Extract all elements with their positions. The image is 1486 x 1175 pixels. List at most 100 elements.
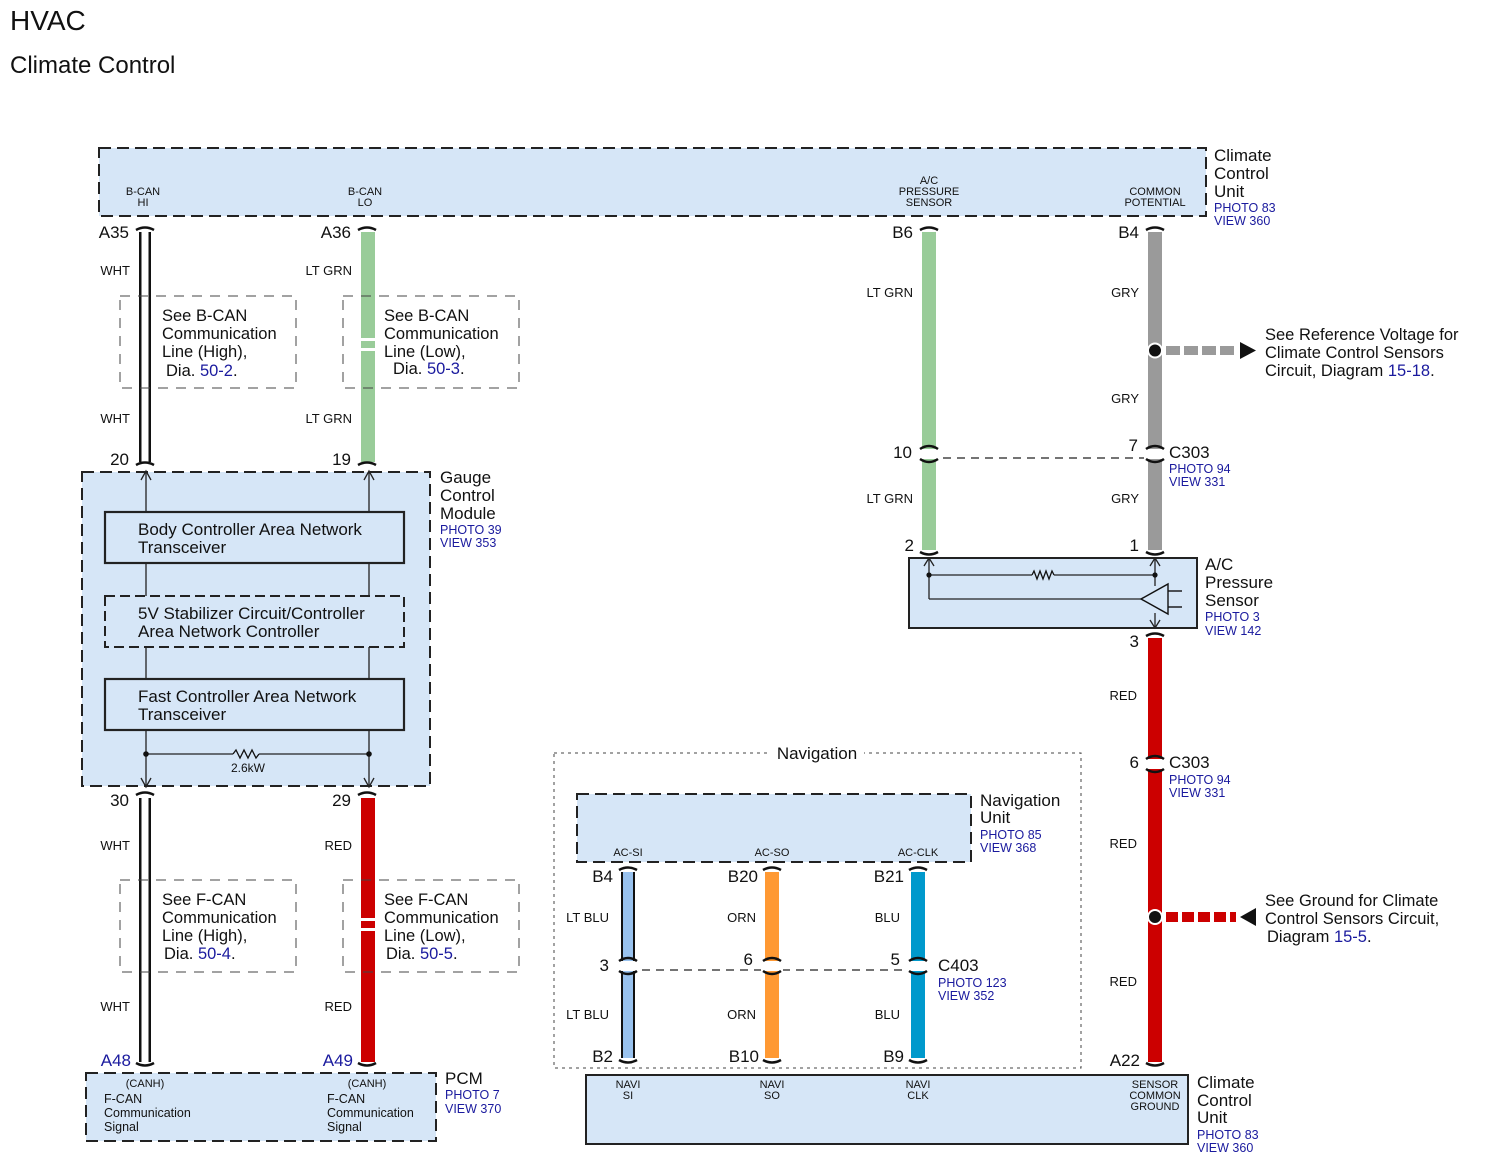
svg-text:RED: RED <box>325 838 352 853</box>
resistor-icon <box>232 748 260 760</box>
photo-link[interactable]: PHOTO 94 <box>1169 773 1231 787</box>
svg-text:(CANH): (CANH) <box>126 1078 165 1090</box>
connector-c303-lower: C303 PHOTO 94 VIEW 331 <box>1169 753 1231 800</box>
photo-link[interactable]: PHOTO 39 <box>440 523 502 537</box>
gcm-block-fast-can <box>103 677 406 732</box>
ac-sensor-label: A/C Pressure Sensor PHOTO 3 VIEW 142 <box>1205 555 1273 638</box>
view-link[interactable]: VIEW 142 <box>1205 624 1261 638</box>
splice-dot-icon <box>1147 342 1163 359</box>
gcm-label: Gauge Control Module PHOTO 39 VIEW 353 <box>440 468 502 550</box>
link-diagram-15-18[interactable]: 15-18 <box>1388 362 1430 380</box>
wire-ltgrn-b6 <box>922 232 936 550</box>
svg-text:Circuit, Diagram 15-18.: Circuit, Diagram 15-18. <box>1265 362 1435 380</box>
svg-text:Gauge: Gauge <box>440 468 491 487</box>
arrow-left-icon <box>1240 908 1256 926</box>
svg-text:SENSOR: SENSOR <box>906 197 953 209</box>
wire-red-3 <box>1148 638 1162 1062</box>
ccu-top-pin-labels: B-CAN HI B-CAN LO A/C PRESSURE SENSOR CO… <box>126 175 1186 209</box>
svg-text:C303: C303 <box>1169 753 1210 772</box>
connector-c403: C403 PHOTO 123 VIEW 352 <box>938 956 1007 1003</box>
ac-sensor-internals <box>923 556 1161 630</box>
view-link[interactable]: VIEW 331 <box>1169 786 1225 800</box>
reference-fcan-low: See F-CAN Communication Line (Low), Dia.… <box>384 891 499 963</box>
svg-text:WHT: WHT <box>100 263 130 278</box>
link-dia-50-4[interactable]: 50-4 <box>198 945 231 963</box>
svg-text:COMMON: COMMON <box>1129 186 1180 198</box>
photo-link[interactable]: PHOTO 7 <box>445 1088 500 1102</box>
svg-text:B2: B2 <box>592 1047 613 1066</box>
photo-link[interactable]: PHOTO 83 <box>1214 201 1276 215</box>
svg-text:Communication: Communication <box>384 325 499 343</box>
link-diagram-15-5[interactable]: 15-5 <box>1334 928 1367 946</box>
svg-text:C403: C403 <box>938 956 979 975</box>
view-link[interactable]: VIEW 368 <box>980 841 1036 855</box>
gcm-block-body-can <box>103 510 406 565</box>
link-dia-50-2[interactable]: 50-2 <box>200 362 233 380</box>
photo-link[interactable]: PHOTO 94 <box>1169 462 1231 476</box>
svg-text:Body Controller Area Network: Body Controller Area Network <box>138 520 362 539</box>
svg-text:SENSOR: SENSOR <box>1132 1079 1179 1091</box>
svg-text:RED: RED <box>1110 836 1137 851</box>
photo-link[interactable]: PHOTO 83 <box>1197 1128 1259 1142</box>
reference-bcan-high: See B-CAN Communication Line (High), Dia… <box>162 307 277 380</box>
photo-link[interactable]: PHOTO 123 <box>938 976 1007 990</box>
svg-text:5: 5 <box>891 950 900 969</box>
view-link[interactable]: VIEW 352 <box>938 989 994 1003</box>
svg-text:AC-SO: AC-SO <box>755 847 790 859</box>
svg-text:See Reference Voltage for: See Reference Voltage for <box>1265 326 1459 344</box>
svg-text:POTENTIAL: POTENTIAL <box>1124 197 1185 209</box>
svg-text:WHT: WHT <box>100 838 130 853</box>
svg-text:Communication: Communication <box>384 909 499 927</box>
photo-link[interactable]: PHOTO 3 <box>1205 610 1260 624</box>
view-link[interactable]: VIEW 331 <box>1169 475 1225 489</box>
nav-unit-pin-labels: AC-SI AC-SO AC-CLK <box>613 847 939 859</box>
svg-text:20: 20 <box>110 450 129 469</box>
svg-text:B21: B21 <box>874 867 904 886</box>
svg-text:LT GRN: LT GRN <box>867 285 913 300</box>
svg-text:See F-CAN: See F-CAN <box>384 891 468 909</box>
svg-text:(CANH): (CANH) <box>348 1078 387 1090</box>
svg-text:B10: B10 <box>729 1047 759 1066</box>
link-dia-50-5[interactable]: 50-5 <box>420 945 453 963</box>
view-link[interactable]: VIEW 360 <box>1214 214 1270 228</box>
svg-text:Control: Control <box>440 486 495 505</box>
svg-text:PRESSURE: PRESSURE <box>899 186 960 198</box>
svg-text:See F-CAN: See F-CAN <box>162 891 246 909</box>
pcm <box>85 1072 437 1142</box>
svg-text:RED: RED <box>325 999 352 1014</box>
svg-text:Communication: Communication <box>327 1106 414 1120</box>
connector-c303-upper: C303 PHOTO 94 VIEW 331 <box>1169 443 1231 489</box>
svg-text:5V Stabilizer Circuit/Controll: 5V Stabilizer Circuit/Controller <box>138 604 365 623</box>
svg-text:LO: LO <box>358 197 373 209</box>
svg-text:NAVI: NAVI <box>760 1079 785 1091</box>
svg-text:WHT: WHT <box>100 999 130 1014</box>
photo-link[interactable]: PHOTO 85 <box>980 828 1042 842</box>
svg-text:Sensor: Sensor <box>1205 591 1259 610</box>
svg-text:AC-CLK: AC-CLK <box>898 847 939 859</box>
svg-text:LT GRN: LT GRN <box>306 263 352 278</box>
svg-text:Dia. 50-5.: Dia. 50-5. <box>386 945 458 963</box>
svg-text:LT BLU: LT BLU <box>566 1007 609 1022</box>
svg-text:Signal: Signal <box>327 1120 362 1134</box>
view-link[interactable]: VIEW 370 <box>445 1102 501 1116</box>
splice-dot-icon <box>1147 909 1163 925</box>
svg-text:F-CAN: F-CAN <box>327 1092 365 1106</box>
svg-text:B-CAN: B-CAN <box>126 186 160 198</box>
link-dia-50-3[interactable]: 50-3 <box>427 360 460 378</box>
svg-text:Communication: Communication <box>162 909 277 927</box>
svg-text:19: 19 <box>332 450 351 469</box>
svg-text:Dia. 50-3.: Dia. 50-3. <box>393 360 465 378</box>
svg-text:Control Sensors Circuit,: Control Sensors Circuit, <box>1265 910 1439 928</box>
svg-text:AC-SI: AC-SI <box>613 847 642 859</box>
svg-text:See B-CAN: See B-CAN <box>384 307 469 325</box>
svg-text:ORN: ORN <box>727 1007 756 1022</box>
svg-text:LT GRN: LT GRN <box>867 491 913 506</box>
svg-text:Climate: Climate <box>1197 1073 1255 1092</box>
svg-text:3: 3 <box>600 956 609 975</box>
view-link[interactable]: VIEW 360 <box>1197 1141 1253 1155</box>
svg-text:CLK: CLK <box>907 1090 929 1102</box>
view-link[interactable]: VIEW 353 <box>440 536 496 550</box>
svg-text:BLU: BLU <box>875 910 900 925</box>
svg-text:3: 3 <box>1130 632 1139 651</box>
svg-text:29: 29 <box>332 791 351 810</box>
